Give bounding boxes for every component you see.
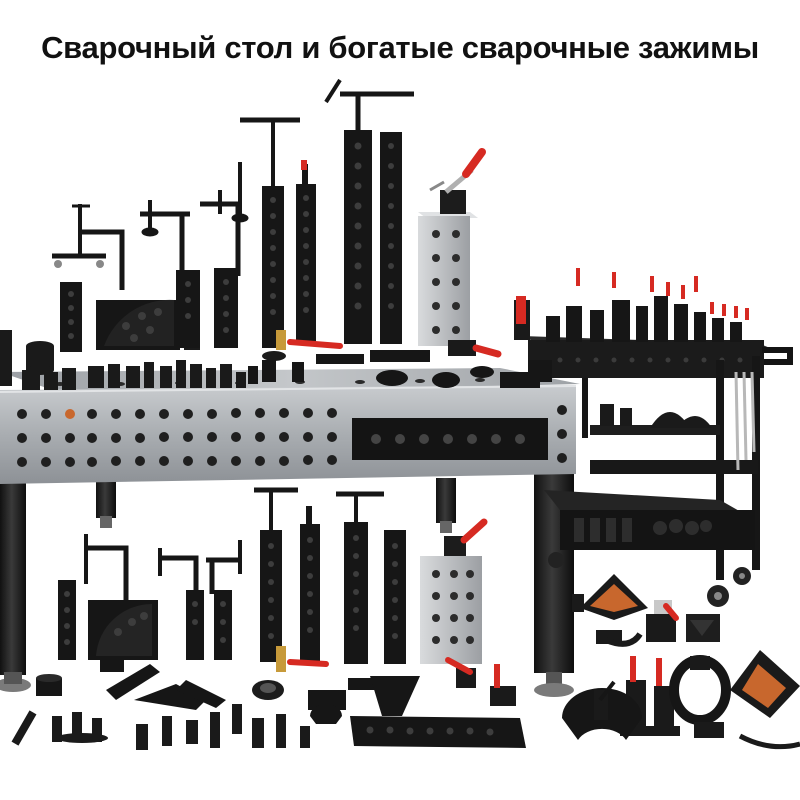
square-post (176, 268, 238, 348)
toggle-clamp (444, 518, 488, 556)
stop-block (418, 212, 478, 346)
stop-block (420, 556, 482, 664)
toggle-clamp (429, 148, 486, 214)
stop-block (248, 350, 552, 388)
toggle-clamp (646, 600, 720, 642)
headline: Сварочный стол и богатые сварочные зажим… (41, 30, 759, 65)
toggle-clamp (252, 646, 516, 706)
square-post (380, 132, 402, 344)
stop-block (350, 716, 526, 748)
square-post (60, 282, 82, 352)
stop-block (0, 330, 246, 390)
angle-bracket (36, 660, 420, 724)
stop-block (572, 594, 800, 750)
table-leg (96, 478, 116, 528)
square-post (324, 78, 414, 344)
bolt-clamp (84, 534, 242, 610)
square-post (240, 117, 300, 348)
table-leg (436, 478, 456, 533)
stop-block (11, 704, 310, 750)
welding-table (0, 368, 580, 484)
welding-magnet (580, 574, 648, 647)
table-leg (0, 480, 31, 692)
tool-cart (522, 268, 793, 607)
toggle-clamp (262, 296, 530, 361)
angle-bracket (562, 680, 642, 740)
bolt-clamp (669, 655, 731, 738)
bolt-clamp (52, 204, 125, 290)
angle-bracket (88, 600, 158, 660)
square-post (296, 160, 316, 344)
square-post (254, 487, 406, 664)
welding-magnet (730, 650, 800, 718)
square-post (58, 580, 232, 660)
